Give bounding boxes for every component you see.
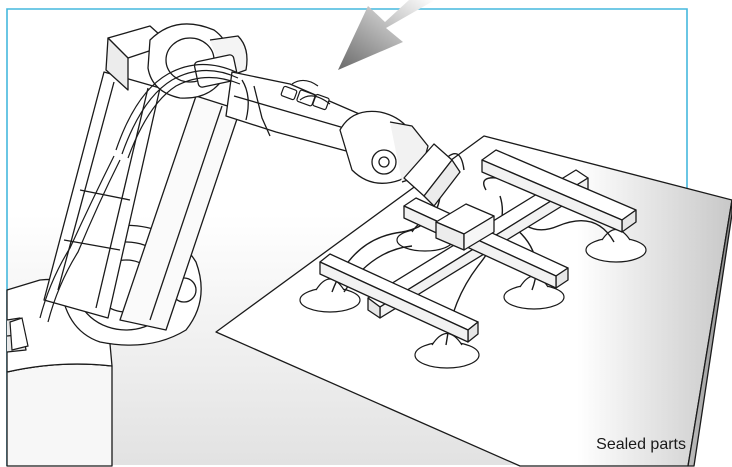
valve-cluster	[280, 79, 331, 111]
suction-cup	[299, 278, 361, 313]
gripper-frame	[319, 149, 637, 343]
arrow-icon	[338, 0, 435, 70]
robot-upper-arm	[225, 71, 461, 207]
caption-sealed-parts: Sealed parts	[596, 436, 686, 453]
cable-harness	[9, 63, 241, 351]
suction-cup	[585, 228, 647, 263]
robot-lower-arm	[43, 71, 241, 346]
